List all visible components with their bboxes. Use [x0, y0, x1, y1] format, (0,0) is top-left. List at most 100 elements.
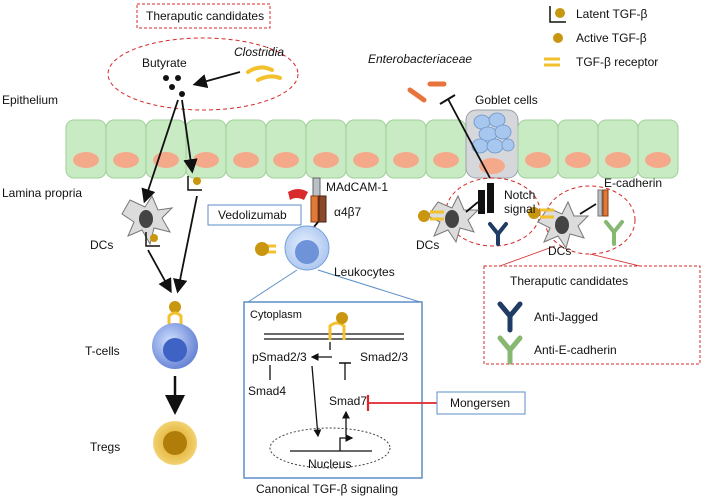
legend-latent-dot: [555, 8, 565, 18]
epithelial-cell: [105, 119, 147, 179]
cell-nucleus: [353, 152, 379, 168]
cell-nucleus: [273, 152, 299, 168]
tgf-receptor-icon: [540, 208, 554, 219]
cell-nucleus: [393, 152, 419, 168]
dcs-label-left: DCs: [90, 238, 114, 252]
signaling-caption: Canonical TGF-β signaling: [256, 482, 399, 496]
epithelial-cell: [265, 119, 307, 179]
epithelial-cell: [557, 119, 599, 179]
right-candidates-title: Theraputic candidates: [510, 274, 629, 288]
epithelium-label: Epithelium: [2, 93, 59, 107]
cell-nucleus: [313, 152, 339, 168]
epithelial-cell: [145, 119, 187, 179]
legend-active-dot: [553, 33, 563, 43]
legend-receptor-label: TGF-β receptor: [576, 55, 659, 69]
cell-nucleus: [233, 152, 259, 168]
epithelial-cell: [637, 119, 679, 179]
e-cadherin-b: [602, 189, 609, 217]
dc-right-2: [537, 200, 590, 250]
butyrate-clostridia-ellipse: [107, 37, 299, 111]
notch-receptor-a: [478, 190, 485, 214]
cell-nucleus: [645, 152, 671, 168]
dc-right-1: [427, 194, 480, 244]
a4b7-label: α4β7: [334, 205, 362, 219]
smad4-label: Smad4: [248, 384, 287, 398]
vedolizumab-label: Vedolizumab: [218, 208, 287, 222]
a4b7-integrin-b: [318, 195, 327, 223]
transcription-arrow: [339, 434, 354, 451]
clostridia-label: Clostridia: [234, 45, 285, 59]
ecad-dashed-circle: [544, 185, 636, 255]
notch-inhibit-line: [465, 201, 479, 213]
epithelial-cell: [517, 119, 559, 179]
anti-e-cadherin-label: Anti-E-cadherin: [534, 343, 617, 357]
dc-left: [121, 194, 174, 246]
dcs-label-right-2: DCs: [548, 244, 572, 258]
latent-tgf-dot: [193, 177, 201, 185]
anti-e-cadherin-icon: [497, 335, 523, 365]
top-candidates-title: Theraputic candidates: [146, 9, 265, 23]
psmad-label: pSmad2/3: [252, 350, 307, 364]
tgf-receptor-icon: [328, 321, 346, 340]
butyrate-molecules: [163, 75, 185, 97]
t-cells-label: T-cells: [85, 344, 120, 358]
nucleus-boundary: [269, 427, 391, 469]
dc-to-tcell-arrow: [147, 249, 172, 294]
mongersen-box: [436, 391, 526, 415]
butyrate-to-latent-arrow: [181, 99, 198, 174]
canonical-signaling-box: [243, 301, 423, 479]
cell-nucleus: [605, 152, 631, 168]
anti-e-cadherin-antibody: [604, 220, 624, 246]
epithelium-layer: [65, 109, 679, 179]
tregs-label: Tregs: [90, 440, 121, 454]
entero-inhibit-line: [447, 98, 491, 179]
cell-nucleus: [113, 152, 139, 168]
enterobacteriaceae-label: Enterobacteriaceae: [368, 52, 473, 66]
e-cadherin-label: E-cadherin: [604, 176, 663, 190]
cell-nucleus: [193, 152, 219, 168]
cell-nucleus: [433, 152, 459, 168]
ecad-inhibit-line: [579, 203, 597, 215]
active-tgf-dot: [528, 207, 540, 219]
legend-active-label: Active TGF-β: [576, 31, 647, 45]
tgf-receptor-icon: [167, 311, 183, 326]
cell-nucleus: [73, 152, 99, 168]
t-cell-nucleus: [163, 338, 187, 362]
dcs-label-right-1: DCs: [416, 238, 440, 252]
cell-nucleus: [565, 152, 591, 168]
latent-to-tcell-arrow: [173, 195, 198, 294]
vedolizumab-antibody-icon: [288, 189, 308, 200]
mongersen-label: Mongersen: [450, 396, 511, 410]
psmad-to-nucleus-arrow: [311, 365, 322, 438]
legend-receptor-icon: [544, 57, 560, 67]
vedolizumab-box: [207, 204, 302, 226]
candidates-connector-left: [499, 245, 556, 267]
entero-inhibit-bar: [439, 94, 456, 105]
butyrate-to-dc-arrow: [141, 99, 179, 204]
epithelial-cell: [225, 119, 267, 179]
e-cadherin-a: [597, 189, 603, 217]
notch-signal-label: Notch signal: [504, 188, 536, 216]
clostridia-to-butyrate-arrow: [192, 71, 241, 89]
latent-tgf-bracket: [145, 232, 160, 247]
goblet-cells-label: Goblet cells: [475, 93, 538, 107]
butyrate-label: Butyrate: [142, 56, 187, 70]
cytoplasm-label: Cytoplasm: [250, 309, 302, 321]
anti-jagged-label: Anti-Jagged: [534, 310, 599, 324]
anti-jagged-icon: [497, 301, 523, 333]
active-tgf-dot: [418, 210, 430, 222]
treg-nucleus: [163, 431, 187, 455]
latent-tgf-bracket: [187, 176, 202, 191]
top-candidates-box: [136, 3, 271, 29]
goblet-granules: [471, 112, 515, 154]
epithelial-cell: [385, 119, 427, 179]
epithelial-cell: [597, 119, 639, 179]
leukocytes-label: Leukocytes: [334, 265, 395, 279]
nucleus-label: Nucleus: [308, 457, 352, 471]
cell-nucleus: [525, 152, 551, 168]
leukocyte-nucleus: [295, 240, 319, 264]
smad7-label: Smad7: [329, 394, 368, 408]
anti-jagged-antibody: [488, 222, 508, 246]
madcam-1-receptor: [312, 177, 321, 197]
